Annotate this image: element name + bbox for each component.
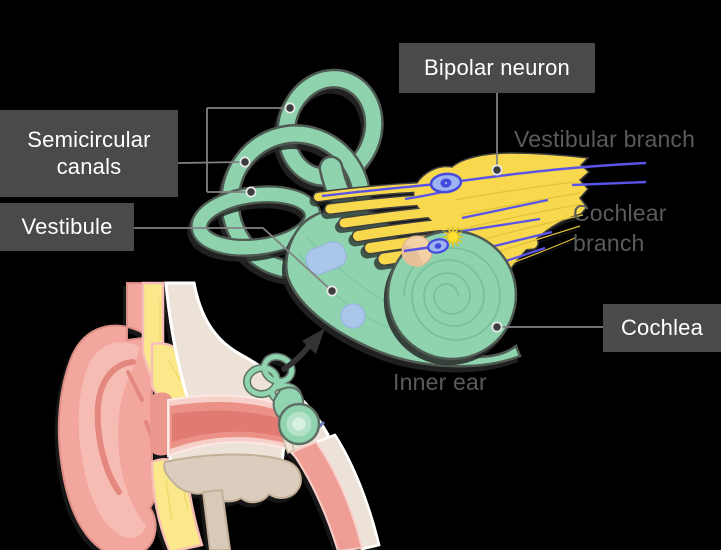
- label-bipolar-neuron-text: Bipolar neuron: [424, 54, 570, 80]
- spiral-ganglion: [401, 225, 465, 267]
- label-cochlea-text: Cochlea: [620, 314, 704, 340]
- annotation-inner-ear: Inner ear: [393, 369, 487, 395]
- ear-canal: [150, 392, 364, 550]
- canal-continuation: [290, 440, 364, 550]
- ganglion-neuron: [427, 238, 449, 254]
- macula-patches: [305, 241, 366, 329]
- label-semicircular-canals[interactable]: Semicircular canals: [0, 110, 178, 197]
- superior-canal: [276, 68, 384, 188]
- label-semicircular-canals-text: Semicircular canals: [27, 126, 151, 179]
- label-cochlea[interactable]: Cochlea: [603, 304, 721, 352]
- label-vestibule[interactable]: Vestibule: [0, 203, 134, 251]
- inner-ear-mini: [243, 352, 321, 446]
- zoom-arrow-icon: [281, 328, 325, 372]
- cochlea-spiral: [403, 247, 501, 341]
- label-vestibule-text: Vestibule: [21, 213, 113, 239]
- jaw-region: [163, 453, 302, 550]
- ear-cross-section-inset: [57, 281, 381, 550]
- pinna: [57, 282, 157, 550]
- pinna-inner: [78, 342, 146, 538]
- bipolar-neuron-cell: [429, 172, 463, 194]
- cochlear-branch-axon: [571, 180, 647, 187]
- annotation-cochlear-branch: Cochlear branch: [573, 200, 667, 257]
- styloid-process: [201, 488, 232, 550]
- starburst-synapse: [441, 225, 465, 249]
- pointer-dots: [239, 102, 503, 333]
- label-bipolar-neuron[interactable]: Bipolar neuron: [399, 43, 595, 93]
- pinna-fold: [94, 359, 136, 495]
- annotation-vestibular-branch: Vestibular branch: [514, 126, 696, 152]
- leader-lines: [133, 93, 603, 328]
